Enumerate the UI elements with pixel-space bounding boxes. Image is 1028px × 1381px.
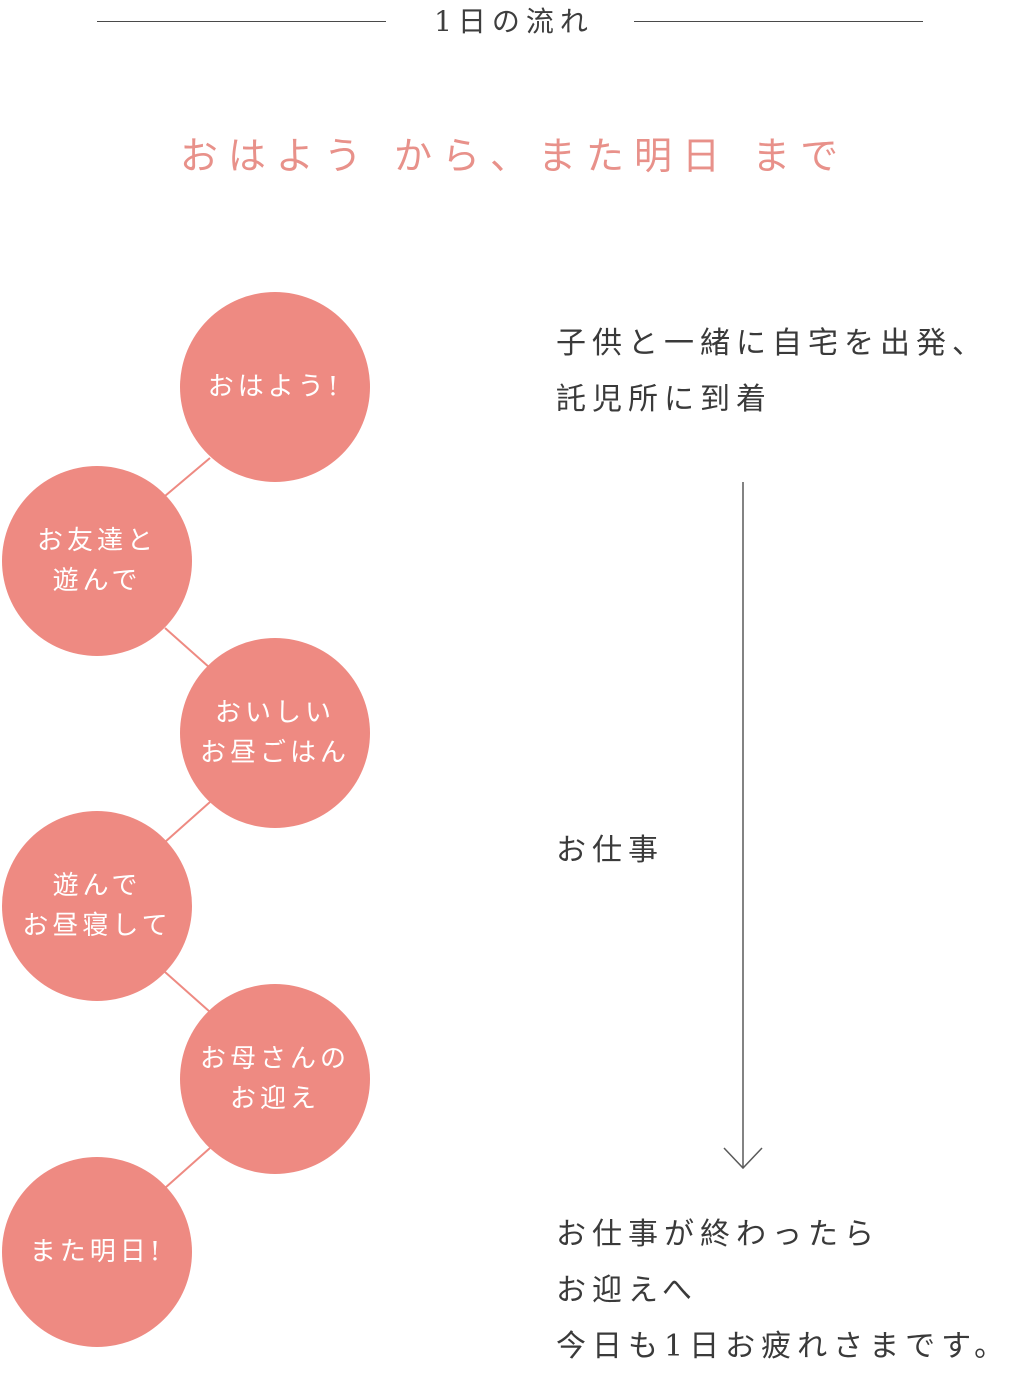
- step-label: お母さんの お迎え: [199, 1044, 350, 1114]
- step-circle-good-morning: おはよう!: [180, 292, 370, 482]
- header-rule-left: [97, 21, 386, 22]
- step-label: おはよう!: [207, 372, 343, 402]
- step-circle-lunch: おいしい お昼ごはん: [180, 638, 370, 828]
- step-circle-see-you-tomorrow: また明日!: [2, 1157, 192, 1347]
- connector-line: [164, 1147, 211, 1189]
- step-label: お友達と 遊んで: [36, 526, 157, 596]
- header-rule-right: [634, 21, 923, 22]
- description-end: お仕事が終わったら お迎えへ 今日も1日お疲れさまです。: [556, 1217, 1011, 1364]
- step-label: また明日!: [29, 1237, 165, 1267]
- step-circle-pickup: お母さんの お迎え: [180, 984, 370, 1174]
- connector-line: [164, 801, 211, 843]
- step-circle-nap: 遊んで お昼寝して: [2, 811, 192, 1001]
- description-start: 子供と一緒に自宅を出発、 託児所に到着: [556, 326, 988, 417]
- step-label: おいしい お昼ごはん: [199, 698, 350, 768]
- page-title: 1日の流れ: [434, 5, 594, 38]
- connector-line: [164, 971, 211, 1013]
- description-work: お仕事: [556, 833, 664, 868]
- connector-line: [164, 627, 211, 669]
- step-circle-play-with-friends: お友達と 遊んで: [2, 466, 192, 656]
- page-subtitle: おはよう から、また明日 まで: [179, 134, 849, 178]
- connector-line: [164, 457, 211, 497]
- step-label: 遊んで お昼寝して: [22, 871, 172, 941]
